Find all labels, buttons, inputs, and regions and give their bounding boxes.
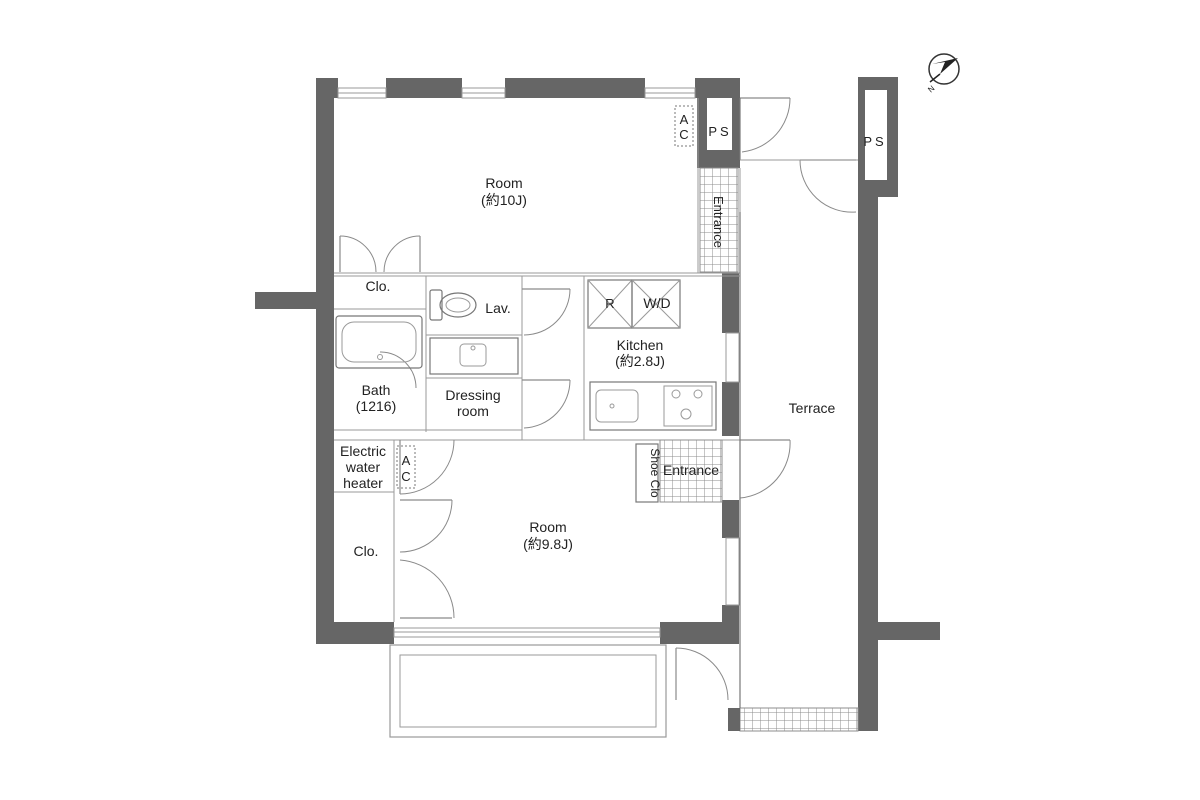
wall-right-1 xyxy=(722,273,739,333)
label-room-bottom-size: (約9.8J) xyxy=(523,536,573,552)
label-room-top: Room xyxy=(485,175,522,191)
wall-right-3 xyxy=(722,500,739,538)
doors xyxy=(339,97,857,701)
wall-ps-right xyxy=(732,78,740,168)
compass: N xyxy=(926,53,960,95)
wall-terrace-stub xyxy=(858,622,940,640)
label-refrigerator: R xyxy=(605,296,614,311)
wall-terrace-top xyxy=(858,77,865,185)
label-bath: Bath xyxy=(362,382,391,398)
wall-top-2 xyxy=(386,78,462,98)
balcony-box xyxy=(389,644,667,738)
partitions xyxy=(334,98,741,622)
label-ps-left: PS xyxy=(708,124,731,139)
wall-ps-bottom xyxy=(697,150,740,168)
label-bath-size: (1216) xyxy=(356,398,396,414)
label-washer-dryer: W/D xyxy=(643,295,670,311)
label-room-bottom: Room xyxy=(529,519,566,535)
label-ac-mid-a: A xyxy=(402,453,411,468)
compass-north-letter: N xyxy=(926,84,936,95)
wall-left xyxy=(316,78,334,644)
label-kitchen: Kitchen xyxy=(617,337,664,353)
walls xyxy=(255,77,940,731)
shoe-closet-box xyxy=(635,443,659,503)
label-electric-water: water xyxy=(345,459,381,475)
bathtub xyxy=(335,315,423,369)
label-room-top-size: (約10J) xyxy=(481,192,527,208)
toilet xyxy=(429,289,477,321)
label-dressing: Dressing xyxy=(445,387,500,403)
label-ac-top-c: C xyxy=(679,127,688,142)
wall-top-3 xyxy=(505,78,645,98)
wall-top-4 xyxy=(695,78,738,98)
terrace-bottom-wall xyxy=(728,708,740,731)
wall-ps-left xyxy=(697,98,707,156)
label-entrance-mid: Entrance xyxy=(663,462,719,478)
wall-terrace-right xyxy=(858,185,878,731)
wall-terrace-ps-right xyxy=(887,77,898,197)
label-shoe-clo: Shoe Clo xyxy=(648,448,662,498)
label-entrance-top: Entrance xyxy=(711,196,726,248)
entrance-mid-floor xyxy=(659,439,723,503)
label-ac-top-a: A xyxy=(680,112,689,127)
label-ps-right: PS xyxy=(863,134,886,149)
label-dressing-room: room xyxy=(457,403,489,419)
label-closet-bottom: Clo. xyxy=(354,543,379,559)
label-electric-heater: heater xyxy=(343,475,383,491)
label-ac-mid-c: C xyxy=(401,469,410,484)
fridge-wd-area xyxy=(587,279,681,329)
wall-bottom-2 xyxy=(660,622,739,644)
wall-bottom-1 xyxy=(316,622,394,644)
ac-mid-box xyxy=(396,445,416,489)
label-kitchen-size: (約2.8J) xyxy=(615,353,665,369)
kitchen-counter xyxy=(589,381,717,431)
label-electric: Electric xyxy=(340,443,386,459)
label-closet-top: Clo. xyxy=(366,278,391,294)
entrance-top-floor xyxy=(699,167,739,273)
compass-arrow-icon xyxy=(932,58,958,74)
label-lav: Lav. xyxy=(485,300,510,316)
ac-top-box xyxy=(674,105,694,147)
wall-right-2 xyxy=(722,382,739,436)
label-terrace: Terrace xyxy=(789,400,836,416)
wall-left-stub xyxy=(255,292,317,309)
terrace-tiles xyxy=(739,707,859,732)
windows xyxy=(337,87,740,638)
wash-basin xyxy=(429,337,519,375)
